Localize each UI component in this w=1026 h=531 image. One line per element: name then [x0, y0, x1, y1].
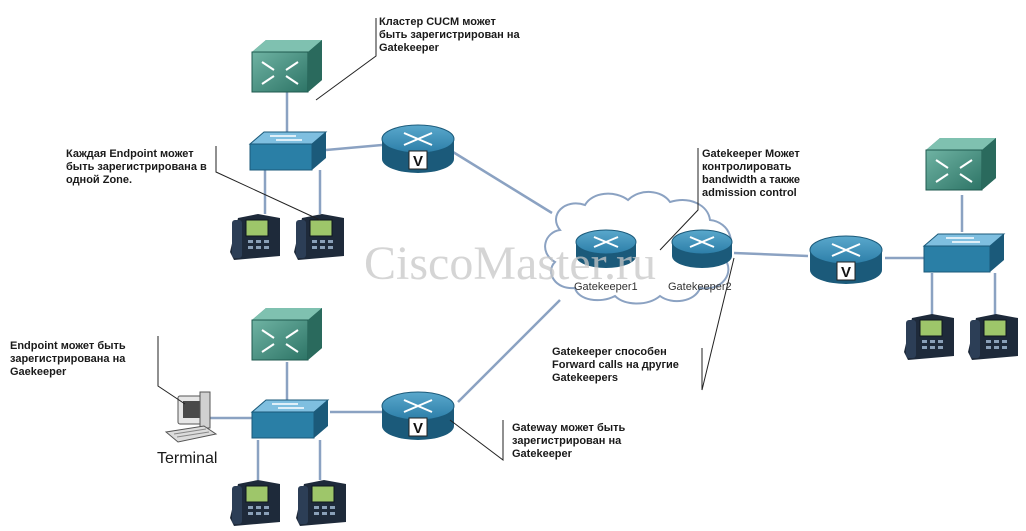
cucm-server-bottom-icon	[251, 308, 322, 361]
callout-endpoint-zone	[215, 146, 321, 221]
annotation-cucm-cluster: Кластер CUCM может быть зарегистрирован …	[379, 16, 520, 54]
terminal-label: Terminal	[157, 450, 218, 467]
ip-phone-icon	[296, 480, 346, 526]
ip-phone-icon	[230, 480, 280, 526]
svg-text:V: V	[413, 420, 423, 437]
link-router-top-cloud	[452, 150, 553, 215]
switch-right-icon	[922, 233, 1006, 273]
link-gk2-router-right	[733, 251, 809, 258]
gatekeeper1-router-icon	[575, 229, 637, 268]
switch-top-icon	[248, 131, 328, 171]
callout-gk-bandwidth	[659, 148, 699, 251]
gatekeeper2-label: Gatekeeper2	[668, 281, 732, 293]
ip-phone-icon	[230, 214, 280, 260]
annotation-gk-forward: Gatekeeper способен Forward calls на дру…	[552, 346, 679, 384]
voice-router-top-icon: V	[381, 124, 455, 173]
link-router-bottom-cloud	[457, 299, 561, 403]
callout-endpoint-registered	[157, 336, 186, 405]
callout-gk-forward	[701, 257, 735, 391]
cucm-server-right-icon	[925, 138, 996, 191]
svg-text:V: V	[841, 264, 851, 281]
ip-phone-icon	[294, 214, 344, 260]
annotation-endpoint-registered: Endpoint может быть зарегистрирована на …	[10, 340, 126, 378]
terminal-computer-icon	[164, 391, 218, 443]
ip-phone-icon	[968, 314, 1018, 360]
callout-lines	[157, 18, 735, 462]
voice-router-right-icon: V	[809, 235, 883, 284]
gatekeeper1-label: Gatekeeper1	[574, 281, 638, 293]
watermark: CiscoMaster.ru	[364, 237, 656, 290]
network-links	[208, 92, 997, 480]
switch-bottom-icon	[250, 399, 330, 439]
gatekeeper2-router-icon	[671, 229, 733, 268]
annotation-endpoint-zone: Каждая Endpoint может быть зарегистриров…	[66, 148, 207, 186]
link-switch-top-router	[325, 143, 383, 152]
callout-cucm	[315, 18, 377, 101]
callout-gateway	[449, 419, 504, 462]
voice-router-bottom-icon: V	[381, 391, 455, 440]
ip-phone-icon	[904, 314, 954, 360]
svg-text:V: V	[413, 153, 423, 170]
annotation-gk-bandwidth: Gatekeeper Может контролировать bandwidt…	[702, 148, 801, 199]
annotation-gateway-registered: Gateway может быть зарегистрирован на Ga…	[512, 422, 626, 460]
cucm-server-top-icon	[251, 40, 322, 93]
gatekeeper-cloud	[544, 191, 732, 305]
